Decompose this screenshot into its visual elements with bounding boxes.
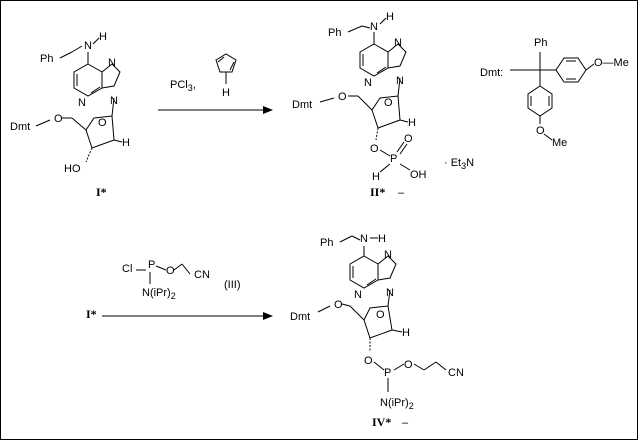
reagent-o-label: O	[166, 265, 175, 277]
imidazole-n-label: N	[108, 57, 116, 69]
anomeric-h-label: H	[408, 117, 416, 129]
anomeric-h-label: H	[402, 327, 410, 339]
compound-II-label: II*	[370, 185, 385, 199]
dmt-definition: Dmt: Ph O—Me O Me	[480, 37, 629, 149]
amine-n-label: N	[84, 40, 92, 52]
amine-n-label: N	[370, 21, 378, 33]
reagent-p-label: P	[148, 259, 155, 271]
dmt-label: Dmt	[10, 121, 30, 133]
compound-I-label: I*	[96, 185, 107, 199]
phosphorus-label: P	[384, 367, 391, 379]
pyridine-n-label: N	[364, 77, 372, 89]
phosphorus-label: P	[390, 153, 397, 165]
amine-h-label: H	[99, 31, 107, 43]
reagent-cn-label: CN	[194, 269, 210, 281]
imidazole-n-label: N	[384, 249, 392, 261]
triazole-h-label: H	[222, 87, 230, 99]
dmt-label: Dmt	[290, 311, 310, 323]
phosphonyl-o-label: O	[404, 133, 413, 145]
phenyl-label: Ph	[320, 237, 333, 249]
hydroxyl-label: OH	[410, 169, 427, 181]
reagent-n-label: N(iPr)2	[142, 287, 176, 301]
ome2-o-label: O	[536, 125, 545, 137]
reaction-2: Cl P O CN N(iPr)2 (III) I*	[86, 259, 273, 321]
reagent-cl-label: Cl	[122, 263, 132, 275]
triazole-structure: H	[215, 53, 237, 99]
compound-IV-dash: –	[402, 417, 409, 429]
amine-h-label: H	[386, 11, 394, 23]
phenyl-label: Ph	[328, 27, 341, 39]
reaction-1: PCl3, H	[158, 53, 273, 114]
dmt-label: Dmt	[292, 99, 312, 111]
reagent-III-label: (III)	[224, 279, 241, 291]
o5-label: O	[54, 113, 63, 125]
ring-o-label: O	[384, 97, 393, 109]
ome2-me-label: Me	[552, 137, 567, 149]
amine-n-label: N	[360, 233, 368, 245]
compound-I-structure: Ph N H N N N O H O Dmt HO I*	[10, 31, 130, 199]
hydroxyl-label: HO	[64, 163, 81, 175]
imidazole-n-label: N	[394, 37, 402, 49]
o3-label: O	[364, 355, 373, 367]
ome-label: O—Me	[594, 57, 629, 69]
pyridine-n-label: N	[354, 289, 362, 301]
pyridine-n-label: N	[78, 97, 86, 109]
compound-IV-label: IV*	[372, 415, 391, 429]
compound-II-dash: –	[398, 187, 405, 199]
dmt-phenyl-label: Ph	[534, 37, 547, 49]
pcl3-label: PCl3,	[170, 79, 196, 93]
anomeric-h-label: H	[122, 137, 130, 149]
start-I-label: I*	[86, 307, 97, 321]
compound-IV-structure: Ph N H N N N O H O Dmt O P O CN N(iPr)2	[290, 233, 464, 429]
compound-II-structure: Ph N H N N N O H O Dmt O P O H OH · Et3N	[292, 11, 474, 199]
amine-h-label: H	[378, 233, 386, 245]
ring-o-label: O	[376, 309, 385, 321]
nitrile-label: CN	[448, 367, 464, 379]
dmt-def-label: Dmt:	[480, 67, 503, 79]
phenyl-label: Ph	[40, 53, 53, 65]
triethylamine-label: · Et3N	[444, 157, 474, 171]
o5-label: O	[338, 91, 347, 103]
ester-o-label: O	[404, 359, 413, 371]
o5-label: O	[334, 299, 343, 311]
o3-label: O	[370, 143, 379, 155]
diisopropylamino-label: N(iPr)2	[380, 397, 414, 411]
ring-o-label: O	[98, 117, 107, 129]
p-h-label: H	[372, 171, 380, 183]
